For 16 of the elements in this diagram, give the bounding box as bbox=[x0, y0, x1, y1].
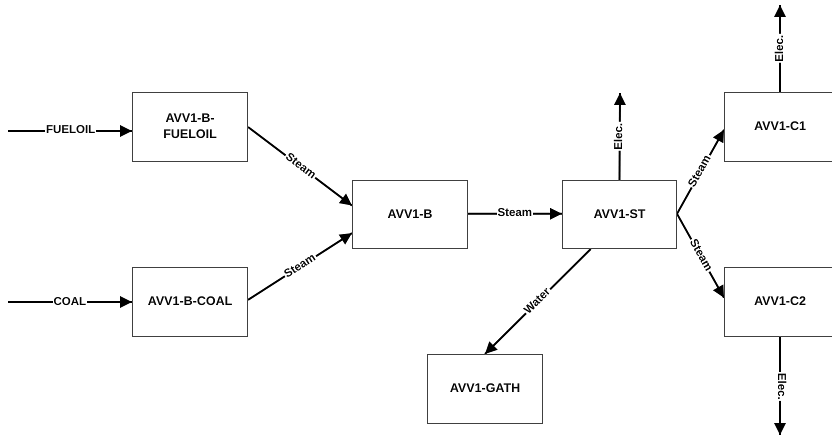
process-box bbox=[724, 92, 832, 162]
process-box bbox=[724, 267, 832, 337]
box-label: AVV1-GATH bbox=[450, 381, 520, 397]
process-box bbox=[427, 354, 543, 424]
edge-label: Elec. bbox=[774, 34, 786, 63]
box-label: AVV1-C1 bbox=[754, 119, 806, 135]
process-box bbox=[132, 267, 248, 337]
box-label: AVV1-C2 bbox=[754, 294, 806, 310]
box-label: AVV1-B-FUELOIL bbox=[162, 111, 218, 143]
process-box bbox=[132, 92, 248, 162]
process-box bbox=[352, 180, 468, 249]
box-label: AVV1-B-COAL bbox=[148, 294, 232, 310]
process-box bbox=[562, 180, 677, 249]
box-label: AVV1-B bbox=[388, 206, 432, 222]
edge-label: COAL bbox=[52, 296, 88, 308]
box-label: AVV1-ST bbox=[594, 206, 646, 222]
